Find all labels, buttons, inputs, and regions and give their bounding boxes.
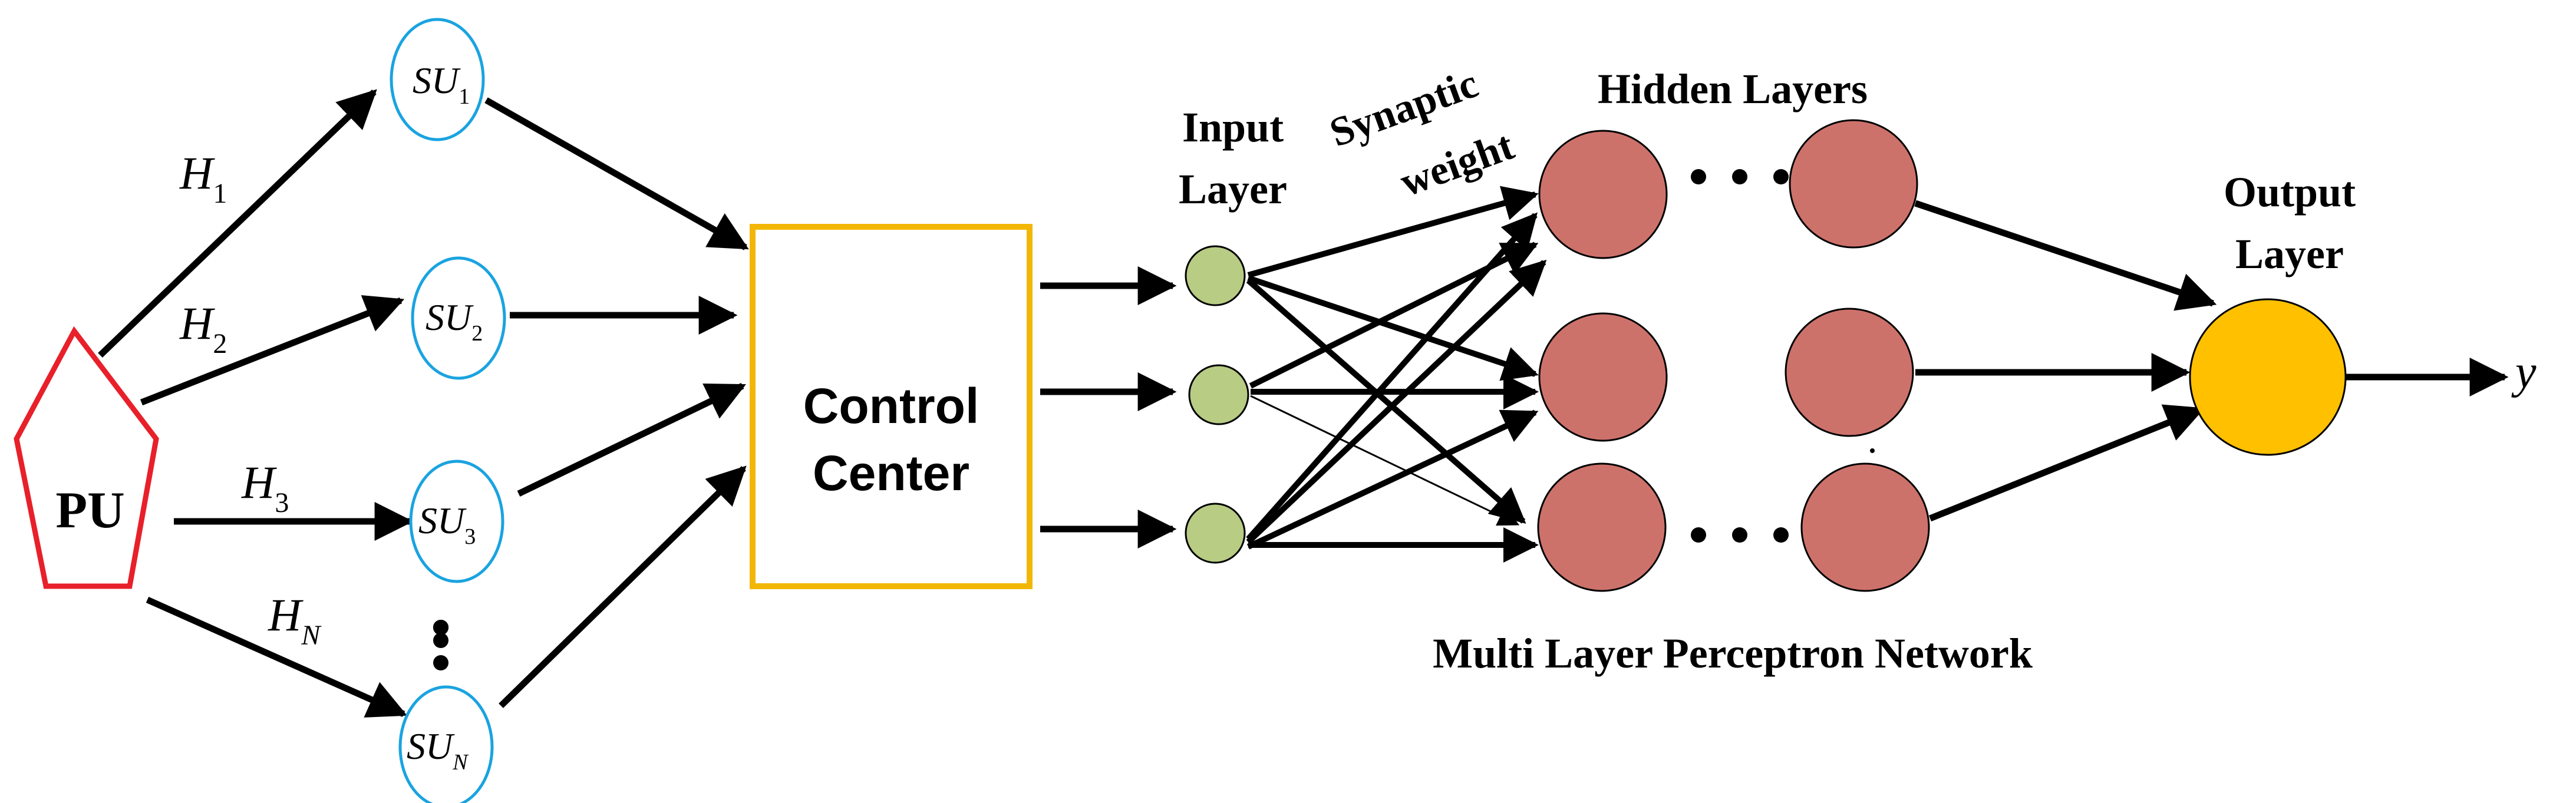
su-node-3 bbox=[409, 460, 504, 583]
channel-label-h2: H2 bbox=[179, 298, 227, 359]
su-dot-2 bbox=[433, 633, 448, 648]
input-node-1 bbox=[1185, 245, 1246, 306]
hidden-node-2-1 bbox=[1789, 119, 1918, 249]
control-center-line2: Center bbox=[813, 445, 969, 501]
hidden-ellipsis: • • • bbox=[0, 0, 1, 1]
su-node-1 bbox=[390, 18, 485, 141]
su-node-n bbox=[398, 685, 494, 803]
network-caption: Multi Layer Perceptron Network bbox=[1433, 630, 2033, 677]
su-label-1: SU1 bbox=[413, 60, 470, 109]
arrow-pu-su2 bbox=[140, 295, 405, 406]
su-dot-3 bbox=[433, 655, 448, 670]
su-label-3: SU3 bbox=[418, 500, 476, 549]
synaptic-weight-line2: weight bbox=[1394, 123, 1520, 206]
hidden-layers-title: Hidden Layers bbox=[1598, 65, 1868, 113]
input-node-3 bbox=[1185, 503, 1246, 564]
hidden-node-1-1 bbox=[1538, 130, 1668, 259]
input-node-2 bbox=[1188, 364, 1249, 425]
output-layer-line2: Layer bbox=[2235, 230, 2344, 277]
output-layer-line1: Output bbox=[2224, 168, 2356, 216]
arrow-sun-cc bbox=[499, 465, 747, 708]
pu-label: PU bbox=[55, 482, 124, 539]
control-center-line1: Control bbox=[803, 378, 979, 434]
output-symbol: y bbox=[2511, 346, 2537, 398]
channel-label-hn: HN bbox=[268, 589, 322, 651]
hidden-node-1-2 bbox=[1538, 312, 1668, 442]
su-node-2 bbox=[411, 256, 506, 380]
arrow-pu-sun bbox=[146, 596, 408, 718]
output-node bbox=[2189, 298, 2347, 456]
channel-label-h3: H3 bbox=[241, 457, 289, 518]
hidden-node-1-3 bbox=[1537, 462, 1667, 592]
arrow-hidden1-output bbox=[1914, 200, 2217, 311]
hidden-ellipsis-top bbox=[1691, 169, 1789, 184]
arrow-hidden3-output bbox=[1928, 404, 2205, 522]
su-label-2: SU2 bbox=[426, 296, 483, 346]
input-layer-line1: Input bbox=[1182, 104, 1284, 151]
hidden-stray-dot bbox=[1870, 448, 1875, 453]
synaptic-connections bbox=[1246, 186, 1547, 563]
hidden-node-2-3 bbox=[1800, 462, 1930, 592]
su-label-n: SUN bbox=[407, 725, 469, 775]
input-layer-line2: Layer bbox=[1179, 166, 1287, 213]
su-dot-1 bbox=[433, 620, 448, 635]
hidden-node-2-2 bbox=[1785, 308, 1914, 437]
arrow-su1-cc bbox=[484, 97, 749, 250]
arrow-pu-su1 bbox=[98, 89, 377, 358]
channel-label-h1: H1 bbox=[179, 147, 227, 209]
su-ellipsis: ⋮ bbox=[0, 0, 1, 1]
arrow-su3-cc bbox=[517, 383, 746, 497]
pu-node bbox=[14, 326, 159, 589]
hidden-ellipsis-bottom bbox=[1691, 527, 1789, 543]
control-center-box bbox=[750, 224, 1033, 589]
